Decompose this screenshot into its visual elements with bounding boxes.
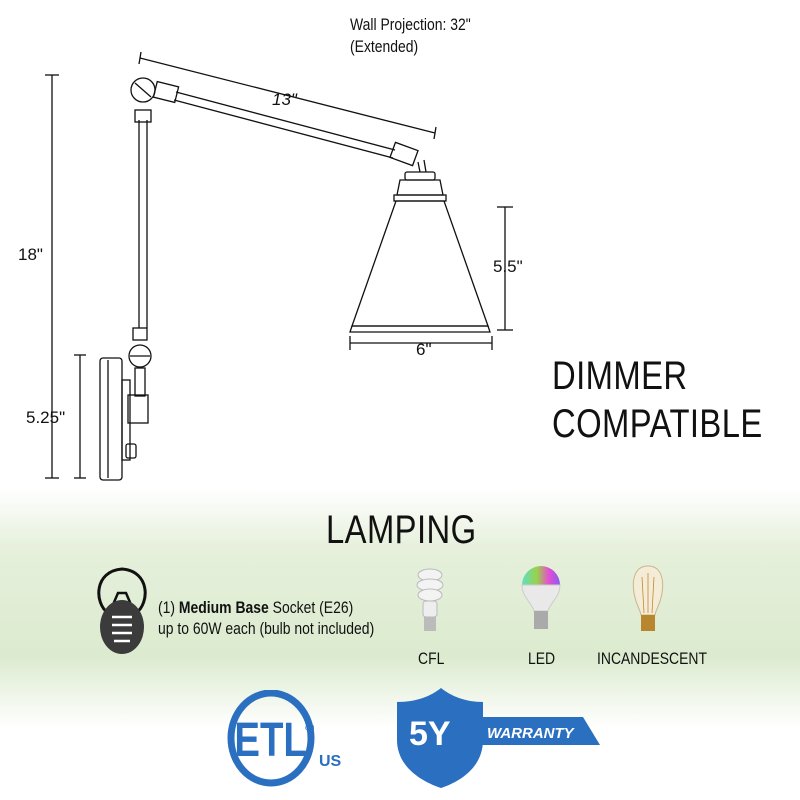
warranty-badge: 5Y WARRANTY (397, 688, 600, 788)
dimension-shade-width-line (349, 336, 493, 350)
bulb-outline-icon (97, 567, 147, 654)
socket-line: (1) Medium Base Socket (E26) (158, 597, 353, 618)
dimension-arm-line (138, 51, 437, 140)
svg-text:CM: CM (305, 726, 314, 732)
etl-logo: ETL CM US (227, 690, 342, 787)
dimension-backplate-line (74, 354, 86, 479)
svg-text:US: US (319, 753, 342, 770)
led-label-text: LED (528, 649, 556, 668)
feature-line1: DIMMER (552, 354, 688, 398)
backplate-height-label: 5.25" (26, 408, 66, 427)
shade-height-label: 5.5" (493, 257, 523, 276)
wall-projection-value: Wall Projection: 32" (350, 15, 471, 34)
svg-text:5Y: 5Y (409, 715, 451, 753)
led-bulb-icon (521, 566, 561, 629)
incandescent-bulb-icon (632, 565, 664, 631)
lamping-title-text: LAMPING (326, 508, 477, 552)
dimension-height-line (45, 74, 59, 479)
led-label: LED (528, 649, 561, 669)
lamping-title: LAMPING (326, 508, 510, 553)
socket-prefix: (1) (158, 598, 179, 617)
socket-info: (1) Medium Base Socket (E26) up to 60W e… (158, 597, 422, 639)
dimmer-compatible-text: DIMMER COMPATIBLE (552, 352, 800, 448)
height-label: 18" (18, 245, 43, 264)
wattage-info: up to 60W each (bulb not included) (158, 619, 375, 638)
arm-length-label: 13" (272, 90, 297, 109)
cfl-label-text: CFL (418, 649, 445, 668)
svg-text:ETL: ETL (234, 714, 307, 767)
shade-width-label: 6" (416, 340, 432, 359)
wall-projection-note: (Extended) (350, 37, 419, 56)
incandescent-label: INCANDESCENT (597, 649, 731, 669)
svg-text:WARRANTY: WARRANTY (487, 725, 576, 742)
socket-suffix: Socket (E26) (268, 598, 354, 617)
socket-type: Medium Base (178, 598, 269, 617)
feature-line2: COMPATIBLE (552, 402, 763, 446)
cfl-label: CFL (418, 649, 450, 669)
lamp-diagram (45, 51, 513, 481)
wall-plate (99, 357, 123, 481)
incandescent-label-text: INCANDESCENT (597, 649, 707, 668)
cfl-bulb-icon (416, 568, 444, 631)
wall-projection-label: Wall Projection: 32" (Extended) (350, 14, 497, 58)
dimension-shade-height-line (497, 206, 513, 331)
switch (125, 443, 137, 459)
